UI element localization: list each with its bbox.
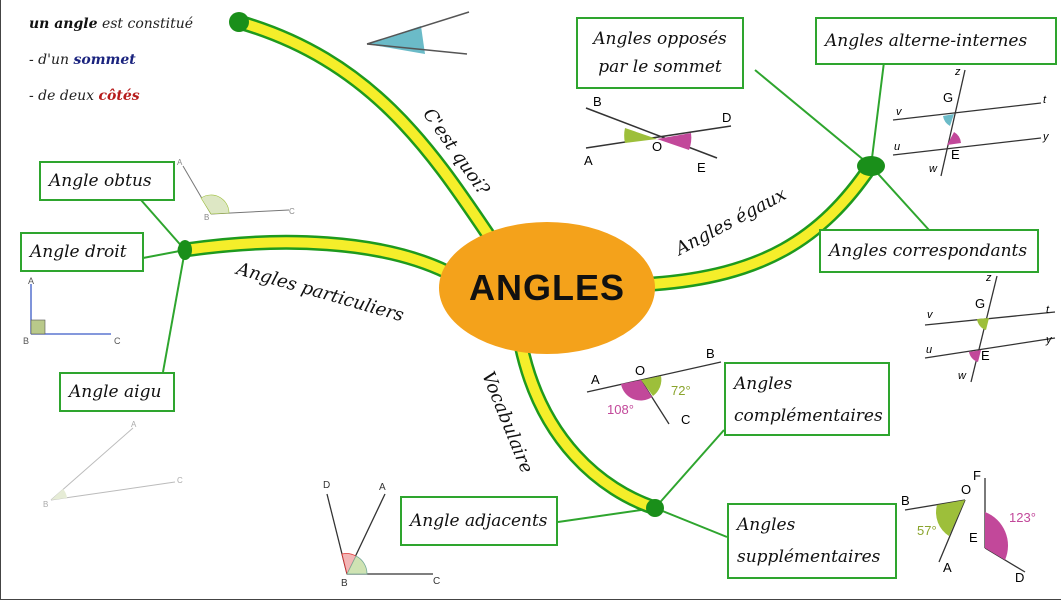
label-opposes-E: E [697, 160, 706, 175]
label-droit-B: B [23, 336, 30, 346]
intro-text-2: - d'un [29, 52, 74, 68]
label-alterne-z: z [955, 66, 961, 78]
label-supp-123: 123° [1009, 510, 1036, 525]
figure-adjacents [326, 493, 433, 576]
connector-lines [140, 61, 930, 538]
label-supp-B: B [901, 493, 910, 508]
label-alterne-v: v [896, 106, 902, 118]
box-angles-opposes: Angles opposés par le sommet [576, 17, 744, 89]
box-supplementaires-line1: Angles [737, 515, 796, 535]
intro-term-angle: un angle [29, 16, 98, 32]
label-alterne-t: t [1043, 94, 1047, 106]
label-adj-D: D [323, 480, 331, 491]
label-supp-E: E [969, 530, 978, 545]
box-complementaires-line1: Angles [734, 374, 793, 394]
main-branches [177, 14, 879, 516]
label-adj-A: A [379, 482, 386, 493]
label-opposes-A: A [584, 153, 593, 168]
label-supp-57: 57° [917, 523, 937, 538]
label-corr-G: G [975, 296, 986, 311]
central-title: ANGLES [468, 267, 625, 308]
label-comp-108: 108° [607, 402, 634, 417]
intro-text-1: est constitué [97, 16, 193, 32]
label-supp-A: A [943, 560, 952, 575]
box-angles-alterne-internes: Angles alterne-internes [815, 17, 1057, 65]
branch-nodes [178, 12, 885, 517]
intro-term-sommet: sommet [73, 52, 136, 68]
figure-alterne [892, 69, 1042, 177]
label-opposes-O: O [652, 139, 663, 154]
label-corr-t: t [1046, 304, 1050, 316]
intro-line-1: un angle est constitué [29, 16, 193, 32]
label-alterne-E: E [951, 147, 960, 162]
label-opposes-B: B [593, 94, 602, 109]
box-angles-complementaires: Angles complémentaires [724, 362, 890, 436]
central-node: ANGLES [439, 222, 655, 354]
label-aigu-A: A [131, 420, 137, 429]
label-droit-A: A [28, 276, 35, 286]
figure-opposes [585, 107, 732, 159]
label-comp-B: B [706, 346, 715, 361]
box-complementaires-line2: complémentaires [734, 406, 883, 426]
label-supp-D: D [1015, 570, 1025, 585]
intro-line-3: - de deux côtés [29, 88, 140, 104]
label-opposes-D: D [722, 110, 732, 125]
label-corr-w: w [958, 370, 966, 382]
label-obtus-A: A [177, 158, 183, 167]
label-corr-z: z [986, 272, 992, 284]
box-angle-obtus: Angle obtus [39, 161, 175, 201]
label-alterne-G: G [943, 90, 954, 105]
figure-supplementaires [904, 478, 1026, 573]
label-corr-v: v [927, 309, 933, 321]
figure-obtus [182, 165, 290, 215]
label-alterne-y: y [1043, 131, 1049, 143]
label-corr-E: E [981, 348, 990, 363]
box-angles-supplementaires: Angles supplémentaires [727, 503, 897, 579]
box-opposes-line1: Angles opposés [593, 29, 727, 49]
label-comp-C: C [681, 412, 691, 427]
figure-droit [30, 284, 111, 335]
intro-text-3: - de deux [29, 88, 99, 104]
label-alterne-w: w [929, 163, 937, 175]
label-corr-y: y [1046, 334, 1052, 346]
box-angle-adjacents: Angle adjacents [400, 496, 558, 546]
figure-complementaires [586, 361, 722, 425]
label-supp-O: O [961, 482, 972, 497]
intro-line-2: - d'un sommet [29, 52, 136, 68]
label-supp-F: F [973, 468, 981, 483]
label-aigu-B: B [43, 500, 49, 509]
label-aigu-C: C [177, 476, 183, 485]
label-obtus-C: C [289, 207, 295, 216]
label-adj-C: C [433, 576, 441, 587]
label-adj-B: B [341, 578, 348, 589]
box-angle-aigu: Angle aigu [59, 372, 175, 412]
box-opposes-line2: par le sommet [598, 57, 722, 77]
box-supplementaires-line2: supplémentaires [737, 547, 881, 567]
label-comp-72: 72° [671, 383, 691, 398]
label-comp-O: O [635, 363, 646, 378]
label-alterne-u: u [894, 141, 901, 153]
intro-angle-figure [366, 11, 470, 55]
box-angles-correspondants: Angles correspondants [819, 229, 1039, 273]
box-angle-droit: Angle droit [20, 232, 144, 272]
figure-aigu [50, 427, 176, 501]
label-droit-C: C [114, 336, 121, 346]
label-corr-u: u [926, 344, 933, 356]
label-obtus-B: B [204, 213, 210, 222]
figure-correspondants [924, 275, 1056, 383]
label-comp-A: A [591, 372, 600, 387]
intro-term-cotes: côtés [98, 88, 140, 104]
